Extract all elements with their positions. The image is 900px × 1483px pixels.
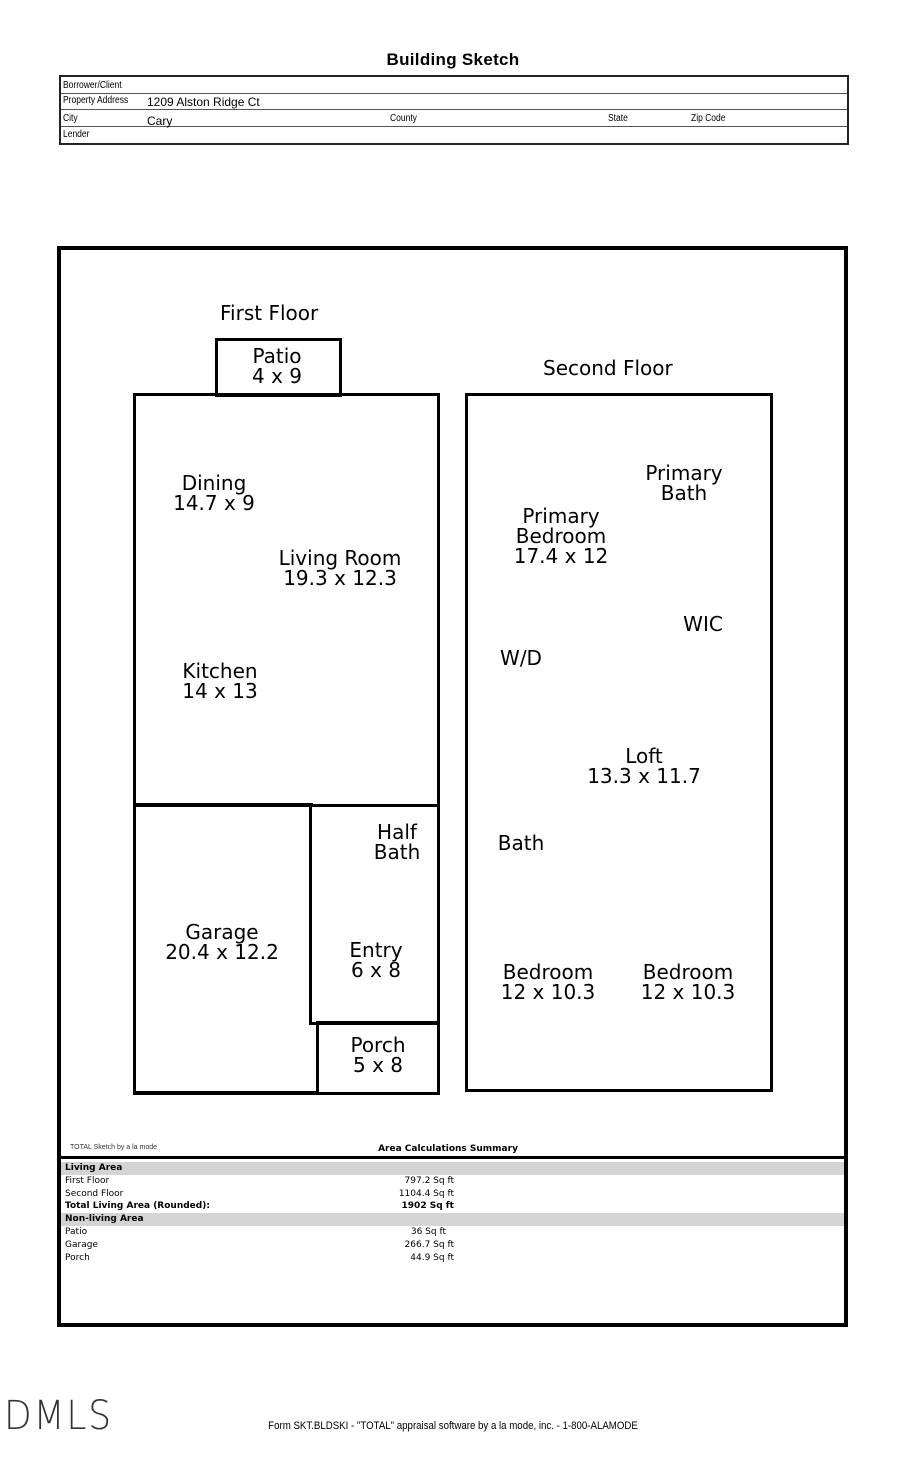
- lender-row: Lender: [61, 127, 847, 143]
- state-label: State: [608, 113, 628, 124]
- first-floor-title: First Floor: [220, 301, 319, 325]
- city-row: City Cary County State Zip Code: [61, 110, 847, 128]
- address-row: Property Address 1209 Alston Ridge Ct: [61, 93, 847, 110]
- city-label: City: [63, 113, 78, 124]
- county-label: County: [390, 113, 417, 124]
- porch-outline: [316, 1021, 440, 1095]
- room-wd: W/D: [500, 646, 542, 670]
- borrower-label: Borrower/Client: [63, 80, 122, 91]
- address-label: Property Address: [63, 95, 129, 106]
- city-value: Cary: [147, 114, 173, 128]
- sketch-credit: TOTAL Sketch by a la mode: [70, 1144, 158, 1151]
- living-area-header: Living Area: [61, 1162, 844, 1175]
- zip-label: Zip Code: [691, 113, 726, 124]
- document-title: Building Sketch: [386, 50, 520, 69]
- borrower-row: Borrower/Client: [61, 77, 847, 94]
- first-floor-main-outline: [133, 393, 440, 807]
- second-floor-title: Second Floor: [543, 356, 673, 380]
- form-footer: Form SKT.BLDSKI - "TOTAL" appraisal soft…: [268, 1420, 638, 1432]
- room-wic: WIC: [683, 612, 723, 636]
- lender-label: Lender: [63, 129, 90, 140]
- summary-title: Area Calculations Summary: [378, 1144, 518, 1154]
- garage-bottom-wall: [133, 1091, 319, 1095]
- property-info-table: Borrower/Client Property Address 1209 Al…: [59, 75, 849, 145]
- summary-divider: [59, 1156, 846, 1159]
- sketch-frame: [57, 246, 848, 1327]
- address-value: 1209 Alston Ridge Ct: [147, 95, 260, 109]
- summary-row-total: Total Living Area (Rounded):1902 Sq ft: [65, 1201, 454, 1211]
- room-bath: Bath: [497, 831, 545, 855]
- dmls-logo: DMLS: [4, 1393, 113, 1439]
- second-floor-outline: [465, 393, 773, 1092]
- garage-left-wall: [133, 803, 136, 1095]
- non-living-area-header: Non-living Area: [61, 1213, 844, 1226]
